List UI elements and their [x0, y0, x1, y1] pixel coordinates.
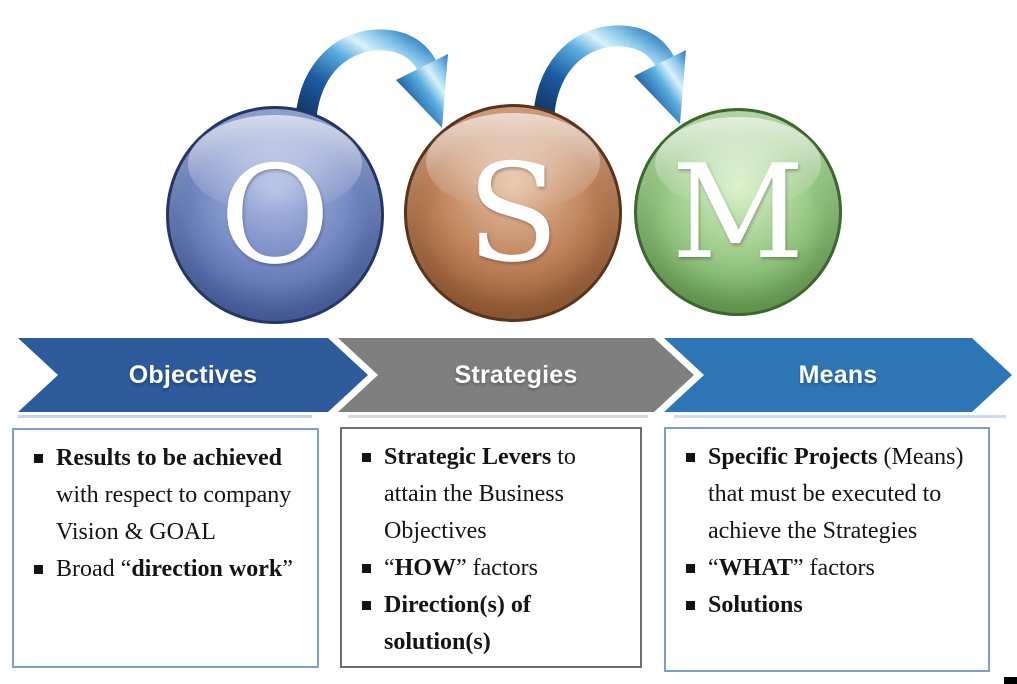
- banner-reflection: [674, 415, 1006, 418]
- arrow-tail: [533, 25, 675, 125]
- circle-objectives: O: [166, 106, 384, 324]
- strategies-detail-box: Strategic Levers to attain the Business …: [340, 427, 642, 668]
- banner-reflection: [18, 415, 312, 418]
- bullet-list: Results to be achieved with respect to c…: [32, 440, 297, 588]
- banner-reflection: [348, 415, 648, 418]
- means-detail-box: Specific Projects (Means) that must be e…: [664, 427, 990, 672]
- bullet-square-icon: [362, 564, 371, 573]
- arrow-tail: [295, 29, 437, 129]
- bullet-square-icon: [686, 453, 695, 462]
- bullet-list: Specific Projects (Means) that must be e…: [684, 439, 968, 624]
- corner-mark: [1004, 677, 1017, 684]
- bullet-text: “WHAT” factors: [708, 555, 875, 581]
- banner-label: Objectives: [128, 360, 258, 389]
- chevron-banner-objectives: Objectives: [18, 338, 368, 412]
- curved-arrow-s-to-m-icon: [533, 25, 686, 125]
- arrow-head: [634, 50, 686, 124]
- chevron-banner-strategies: Strategies: [338, 338, 694, 412]
- circle-means: M: [634, 108, 842, 316]
- bullet-square-icon: [34, 454, 43, 463]
- bullet-item: Specific Projects (Means) that must be e…: [684, 439, 968, 550]
- circle-strategies: S: [404, 104, 622, 322]
- bullet-text: Broad “direction work”: [56, 556, 293, 582]
- bullet-item: “WHAT” factors: [684, 550, 968, 587]
- bullet-square-icon: [34, 565, 43, 574]
- bullet-text: Results to be achieved with respect to c…: [56, 445, 292, 545]
- bullet-text: Strategic Levers to attain the Business …: [384, 444, 576, 544]
- bullet-item: Solutions: [684, 587, 968, 624]
- chevron-banner-means: Means: [664, 338, 1012, 412]
- bullet-text: “HOW” factors: [384, 555, 538, 581]
- bullet-item: Strategic Levers to attain the Business …: [360, 439, 620, 550]
- banner-label: Strategies: [454, 360, 578, 389]
- bullet-square-icon: [686, 601, 695, 610]
- bullet-square-icon: [362, 453, 371, 462]
- letter-m: M: [671, 136, 805, 288]
- bullet-item: Broad “direction work”: [32, 551, 297, 588]
- bullet-text: Direction(s) of solution(s): [384, 592, 531, 655]
- objectives-detail-box: Results to be achieved with respect to c…: [12, 428, 319, 668]
- bullet-text: Specific Projects (Means) that must be e…: [708, 444, 964, 544]
- bullet-item: Results to be achieved with respect to c…: [32, 440, 297, 551]
- bullet-list: Strategic Levers to attain the Business …: [360, 439, 620, 661]
- arrow-head: [396, 54, 448, 128]
- bullet-item: “HOW” factors: [360, 550, 620, 587]
- letter-o: O: [219, 136, 331, 294]
- bullet-item: Direction(s) of solution(s): [360, 587, 620, 661]
- letter-s: S: [466, 134, 560, 292]
- banner-label: Means: [798, 360, 878, 389]
- curved-arrow-o-to-s-icon: [295, 29, 448, 129]
- bullet-text: Solutions: [708, 592, 803, 618]
- bullet-square-icon: [686, 564, 695, 573]
- bullet-square-icon: [362, 601, 371, 610]
